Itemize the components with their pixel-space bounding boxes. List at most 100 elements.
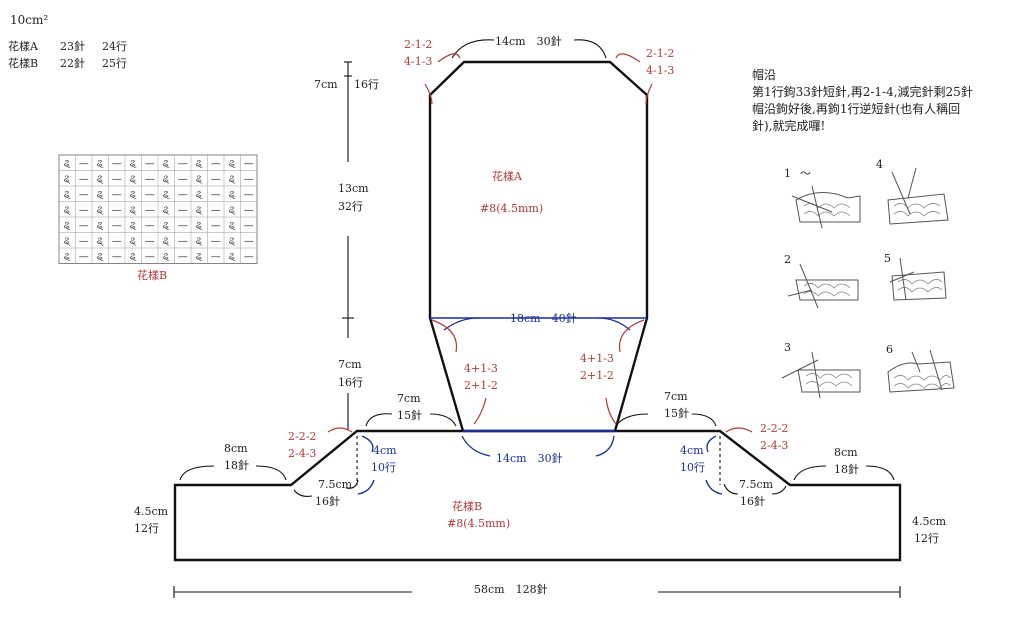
- step-5: 5: [884, 252, 947, 301]
- chart-cell-chain: —: [211, 221, 221, 232]
- chart-cell-chain: —: [178, 159, 188, 170]
- right-slope-height-rows: 10行: [680, 461, 705, 474]
- chart-cell-chain: —: [211, 159, 221, 170]
- chart-cell-chain: —: [178, 205, 188, 216]
- stitch-chart-grid: ୡ—ୡ—ୡ—ୡ—ୡ—ୡ—ୡ—ୡ—ୡ—ୡ—ୡ—ୡ—ୡ—ୡ—ୡ—ୡ—ୡ—ୡ—ୡ—ୡ—…: [58, 154, 258, 264]
- gauge-a-stitches: 23針: [60, 39, 85, 53]
- step-4-number: 4: [876, 158, 883, 171]
- step-2: 2: [784, 253, 859, 309]
- chart-cell-chain: —: [145, 159, 155, 170]
- chart-cell-twisted-stitch: ୡ: [130, 252, 137, 263]
- left-slope-width-st: 16針: [315, 494, 340, 508]
- chart-cell-twisted-stitch: ୡ: [97, 174, 104, 185]
- chart-cell-chain: —: [145, 174, 155, 185]
- chart-cell-chain: —: [112, 190, 122, 201]
- chart-cell-chain: —: [178, 236, 188, 247]
- left-slope-height-cm: 4cm: [373, 444, 397, 457]
- left-slope-width-cm: 7.5cm: [318, 478, 353, 491]
- chart-cell-chain: —: [79, 236, 89, 247]
- chart-cell-chain: —: [178, 174, 188, 185]
- step-3: 3: [781, 341, 861, 399]
- chart-cell-twisted-stitch: ୡ: [97, 190, 104, 201]
- step-6-number: 6: [886, 343, 893, 356]
- right-side-height-rows: 12行: [914, 532, 939, 545]
- chart-cell-chain: —: [112, 174, 122, 185]
- left-side-height-rows: 12行: [134, 522, 159, 535]
- chart-cell-chain: —: [145, 252, 155, 263]
- chart-cell-chain: —: [178, 221, 188, 232]
- chart-cell-chain: —: [79, 159, 89, 170]
- chart-cell-chain: —: [244, 205, 254, 216]
- hood-top-right-dec-2: 4-1-3: [646, 64, 674, 77]
- chart-cell-chain: —: [79, 205, 89, 216]
- chart-cell-twisted-stitch: ୡ: [196, 205, 203, 216]
- chart-cell-twisted-stitch: ୡ: [130, 190, 137, 201]
- chart-cell-chain: —: [211, 190, 221, 201]
- right-slope-height-cm: 4cm: [680, 444, 704, 457]
- height-middle-cm: 13cm: [338, 182, 369, 195]
- chart-cell-chain: —: [112, 159, 122, 170]
- chart-cell-chain: —: [145, 221, 155, 232]
- neck-width: 14cm 30針: [496, 451, 563, 465]
- total-width-dimension: 58cm 128針: [173, 582, 901, 598]
- hood-outline: [428, 60, 649, 432]
- hood-pattern-label: 花樣A: [492, 169, 523, 183]
- chart-cell-chain: —: [211, 174, 221, 185]
- neck-right-inc-1: 4+1-3: [580, 352, 614, 365]
- brim-line-1: 第1行鉤33針短針,再2-1-4,減完針剩25針: [752, 84, 973, 99]
- right-side-height-cm: 4.5cm: [912, 515, 947, 528]
- stitch-chart: ୡ—ୡ—ୡ—ୡ—ୡ—ୡ—ୡ—ୡ—ୡ—ୡ—ୡ—ୡ—ୡ—ୡ—ୡ—ୡ—ୡ—ୡ—ୡ—ୡ—…: [58, 154, 258, 282]
- neck-left-inc-1: 4+1-3: [464, 362, 498, 375]
- right-slope-dec-1: 2-2-2: [760, 422, 788, 435]
- neck-right-inc-2: 2+1-2: [580, 369, 614, 382]
- height-bottom-rows: 16行: [338, 376, 363, 389]
- hood-top-width: 14cm 30針: [495, 34, 562, 48]
- chart-cell-twisted-stitch: ୡ: [229, 252, 236, 263]
- right-slope-width-cm: 7.5cm: [739, 478, 774, 491]
- brim-line-3: 針),就完成囉!: [752, 118, 825, 133]
- chart-cell-chain: —: [112, 236, 122, 247]
- stitch-chart-caption: 花樣B: [137, 268, 167, 282]
- gauge-legend: 10cm² 花樣A 23針 24行 花樣B 22針 25行: [8, 13, 127, 70]
- chart-cell-twisted-stitch: ୡ: [196, 236, 203, 247]
- chart-cell-chain: —: [112, 252, 122, 263]
- brim-line-2: 帽沿鉤好後,再鉤1行逆短針(也有人稱回: [752, 101, 960, 116]
- chart-cell-twisted-stitch: ୡ: [229, 159, 236, 170]
- gauge-title: 10cm²: [10, 13, 48, 27]
- right-shoulder-st: 15針: [664, 406, 689, 420]
- gauge-a-rows: 24行: [102, 40, 127, 53]
- chart-cell-chain: —: [178, 252, 188, 263]
- step-6: 6: [886, 343, 955, 393]
- chart-cell-chain: —: [211, 236, 221, 247]
- chart-cell-chain: —: [145, 205, 155, 216]
- height-middle-rows: 32行: [338, 200, 363, 213]
- neck-left-inc-2: 2+1-2: [464, 379, 498, 392]
- brim-step-illustrations: 1 ～ 2 3 4: [781, 158, 955, 399]
- left-slope-dec-1: 2-2-2: [288, 430, 316, 443]
- chart-cell-twisted-stitch: ୡ: [97, 221, 104, 232]
- chart-cell-twisted-stitch: ୡ: [163, 236, 170, 247]
- chart-cell-twisted-stitch: ୡ: [229, 174, 236, 185]
- chart-cell-chain: —: [244, 159, 254, 170]
- chart-cell-chain: —: [244, 190, 254, 201]
- chart-cell-chain: —: [178, 190, 188, 201]
- chart-cell-twisted-stitch: ୡ: [196, 221, 203, 232]
- height-dimension: 7cm 16行 13cm 32行 7cm 16行: [314, 61, 379, 430]
- chart-cell-chain: —: [112, 205, 122, 216]
- height-top-cm: 7cm: [314, 78, 338, 91]
- chart-cell-chain: —: [112, 221, 122, 232]
- chart-cell-chain: —: [211, 252, 221, 263]
- chart-cell-twisted-stitch: ୡ: [64, 252, 71, 263]
- chart-cell-twisted-stitch: ୡ: [196, 190, 203, 201]
- left-edge-width-st: 18針: [224, 458, 249, 472]
- hood-mid-width: 18cm 40針: [510, 311, 577, 325]
- step-3-number: 3: [784, 341, 791, 354]
- chart-cell-twisted-stitch: ୡ: [64, 174, 71, 185]
- left-slope-height-rows: 10行: [371, 461, 396, 474]
- step-2-number: 2: [784, 253, 791, 266]
- left-shoulder-cm: 7cm: [397, 392, 421, 405]
- chart-cell-twisted-stitch: ୡ: [130, 221, 137, 232]
- body-right-labels: 7cm 15針 2-2-2 2-4-3 4cm 10行 7.5cm 16針 8c…: [615, 390, 947, 545]
- chart-cell-chain: —: [244, 252, 254, 263]
